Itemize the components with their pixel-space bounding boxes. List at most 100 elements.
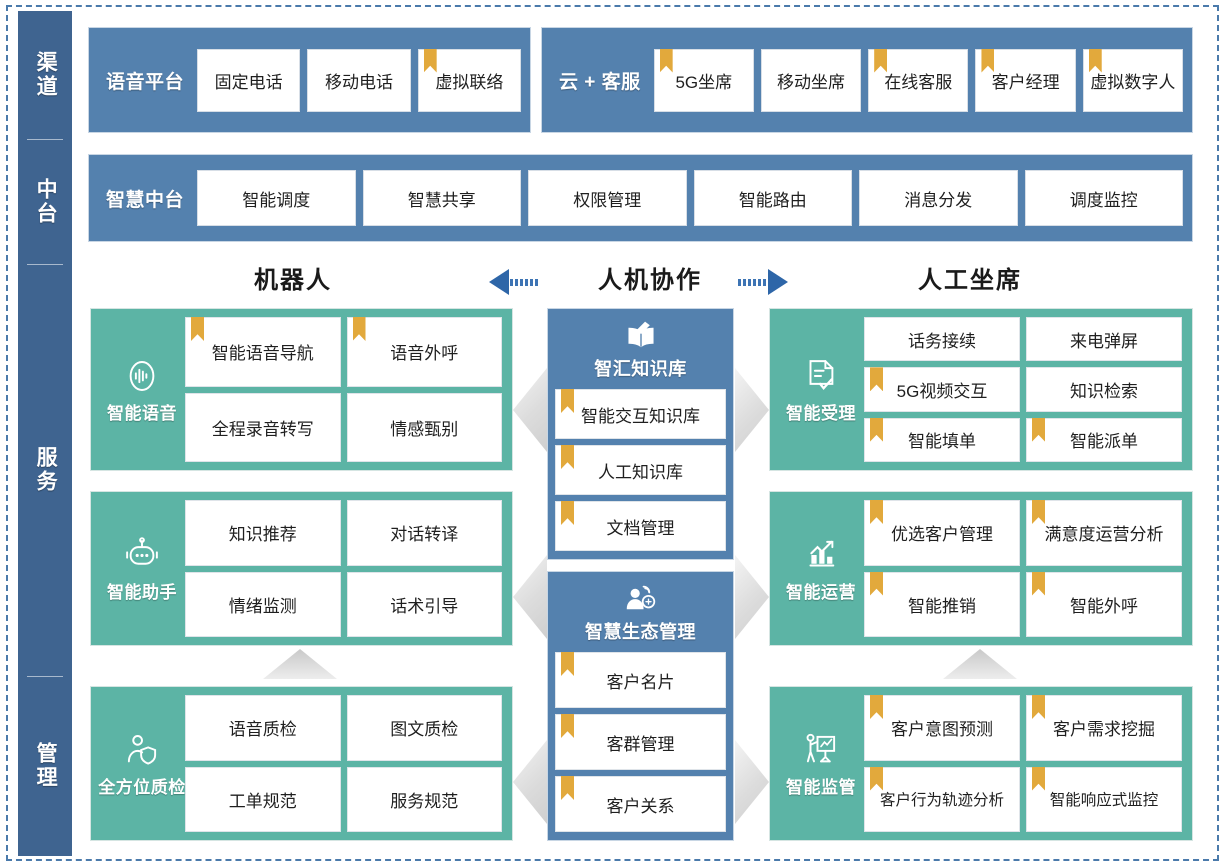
dash-line-right: [738, 279, 768, 286]
cell-emotion-discrimination[interactable]: 情感甄别: [346, 392, 502, 462]
cell-script-guidance[interactable]: 话术引导: [346, 571, 502, 637]
cell-dialogue-translation[interactable]: 对话转译: [346, 500, 502, 566]
bookmark-icon: [870, 367, 883, 392]
bookmark-icon: [874, 48, 888, 73]
cell-label: 工单规范: [228, 791, 297, 811]
item-interactive-knowledge-base[interactable]: 智能交互知识库: [555, 389, 726, 439]
cloud-service-chips: 5G坐席 移动坐席 在线客服 客户经理 虚拟数字人: [653, 48, 1183, 112]
chip-permission-mgmt[interactable]: 权限管理: [528, 170, 687, 226]
item-document-management[interactable]: 文档管理: [555, 501, 726, 551]
bookmark-icon: [981, 48, 995, 73]
cell-knowledge-retrieval[interactable]: 知识检索: [1026, 367, 1182, 412]
rail-segment-service[interactable]: 服务: [18, 264, 72, 676]
cell-smart-responsive-monitoring[interactable]: 智能响应式监控: [1026, 766, 1182, 832]
bookmark-icon: [1088, 48, 1102, 73]
rail-segment-channel[interactable]: 渠道: [18, 11, 72, 139]
cell-emotion-monitoring[interactable]: 情绪监测: [185, 571, 341, 637]
cell-label: 服务规范: [390, 791, 459, 811]
chip-label: 消息分发: [904, 190, 973, 210]
cell-smart-form-filling[interactable]: 智能填单: [864, 417, 1020, 462]
chip-smart-routing[interactable]: 智能路由: [693, 170, 853, 226]
bookmark-icon: [561, 501, 574, 525]
cell-label: 语音外呼: [390, 344, 459, 364]
rail-segment-midend[interactable]: 中台: [18, 139, 72, 264]
diagram-dashed-border: [6, 5, 1219, 861]
chip-5g-agent[interactable]: 5G坐席: [653, 48, 754, 112]
cell-smart-ticket-dispatch[interactable]: 智能派单: [1026, 417, 1182, 462]
bookmark-icon: [561, 714, 574, 738]
item-label: 客户名片: [606, 672, 675, 692]
cell-smart-outbound-call[interactable]: 智能外呼: [1026, 571, 1182, 637]
chip-label: 调度监控: [1069, 190, 1138, 210]
midend-title: 智慧中台: [106, 189, 185, 211]
cell-call-continuation[interactable]: 话务接续: [864, 317, 1020, 362]
chip-account-manager[interactable]: 客户经理: [975, 48, 1076, 112]
bookmark-icon: [423, 48, 437, 73]
customer-network-icon: [621, 583, 661, 617]
chip-virtual-contact[interactable]: 虚拟联络: [417, 48, 521, 112]
cell-5g-video-interaction[interactable]: 5G视频交互: [864, 367, 1020, 412]
chip-online-service[interactable]: 在线客服: [868, 48, 969, 112]
item-label: 客户关系: [606, 796, 675, 816]
cell-customer-demand-mining[interactable]: 客户需求挖掘: [1026, 695, 1182, 761]
presenter-board-icon: [800, 729, 842, 771]
cell-ticket-standard[interactable]: 工单规范: [185, 766, 341, 832]
cell-label: 满意度运营分析: [1044, 525, 1164, 545]
block-knowledge-base-header: 智汇知识库: [555, 316, 726, 389]
bookmark-icon: [870, 417, 883, 442]
rail-segment-manage[interactable]: 管理: [18, 676, 72, 856]
block-intelligent-assistant: 智能助手 知识推荐 对话转译 情绪监测 话术引导: [90, 491, 513, 646]
block-ecosystem-management-header: 智慧生态管理: [555, 579, 726, 652]
chip-message-dispatch[interactable]: 消息分发: [859, 170, 1018, 226]
block-ecosystem-management: 智慧生态管理 客户名片 客群管理 客户关系: [547, 571, 734, 841]
cell-label: 智能派单: [1070, 432, 1138, 452]
cell-preferred-customer-management[interactable]: 优选客户管理: [864, 500, 1020, 566]
cell-service-standard[interactable]: 服务规范: [346, 766, 502, 832]
block-intelligent-acceptance: 智能受理 话务接续 来电弹屏 5G视频交互 知识检索 智能填单 智能派单: [769, 308, 1193, 471]
bookmark-icon: [870, 766, 883, 791]
chip-label: 移动坐席: [777, 72, 846, 92]
cell-incoming-call-popup[interactable]: 来电弹屏: [1026, 317, 1182, 362]
cell-full-recording-transcription[interactable]: 全程录音转写: [185, 392, 341, 462]
chip-label: 智能调度: [242, 190, 311, 210]
cell-smart-voice-nav[interactable]: 智能语音导航: [185, 317, 341, 387]
bookmark-icon: [870, 500, 883, 524]
chip-smart-dispatch[interactable]: 智能调度: [197, 170, 356, 226]
chip-fixed-phone[interactable]: 固定电话: [197, 48, 301, 112]
item-label: 智能交互知识库: [581, 406, 700, 426]
chip-dispatch-monitor[interactable]: 调度监控: [1024, 170, 1184, 226]
voice-platform-title: 语音平台: [106, 71, 185, 93]
document-check-icon: [800, 355, 842, 397]
cell-text-image-quality-inspection[interactable]: 图文质检: [346, 695, 502, 761]
cell-smart-marketing[interactable]: 智能推销: [864, 571, 1020, 637]
cell-customer-behavior-track-analysis[interactable]: 客户行为轨迹分析: [864, 766, 1020, 832]
cell-voice-quality-inspection[interactable]: 语音质检: [185, 695, 341, 761]
block-title: 智慧生态管理: [585, 622, 696, 642]
item-customer-card[interactable]: 客户名片: [555, 652, 726, 708]
block-intelligent-voice-grid: 智能语音导航 语音外呼 全程录音转写 情感甄别: [185, 317, 502, 462]
chip-mobile-agent[interactable]: 移动坐席: [760, 48, 862, 112]
chip-virtual-human[interactable]: 虚拟数字人: [1082, 48, 1183, 112]
cell-voice-outbound[interactable]: 语音外呼: [346, 317, 502, 387]
bookmark-icon: [1032, 766, 1045, 791]
cell-satisfaction-operation-analysis[interactable]: 满意度运营分析: [1026, 500, 1182, 566]
chip-label: 客户经理: [991, 72, 1060, 92]
chip-smart-sharing[interactable]: 智慧共享: [362, 170, 522, 226]
item-manual-knowledge-base[interactable]: 人工知识库: [555, 445, 726, 495]
bookmark-icon: [659, 48, 673, 73]
chip-label: 权限管理: [573, 190, 642, 210]
chip-mobile-phone[interactable]: 移动电话: [307, 48, 411, 112]
item-label: 文档管理: [606, 518, 675, 538]
block-intelligent-voice-header: 智能语音: [99, 355, 185, 424]
cell-customer-intent-prediction[interactable]: 客户意图预测: [864, 695, 1020, 761]
cell-label: 客户意图预测: [891, 720, 993, 740]
item-customer-group-management[interactable]: 客群管理: [555, 714, 726, 770]
item-customer-relationship[interactable]: 客户关系: [555, 776, 726, 832]
robot-icon: [121, 534, 163, 576]
block-full-quality-inspection: 全方位质检 语音质检 图文质检 工单规范 服务规范: [90, 686, 513, 841]
voice-wave-icon: [121, 355, 163, 397]
cell-knowledge-recommendation[interactable]: 知识推荐: [185, 500, 341, 566]
voice-platform-chips: 固定电话 移动电话 虚拟联络: [197, 48, 521, 112]
block-name: 智能监管: [786, 778, 856, 797]
block-ecosystem-management-list: 客户名片 客群管理 客户关系: [555, 652, 726, 832]
